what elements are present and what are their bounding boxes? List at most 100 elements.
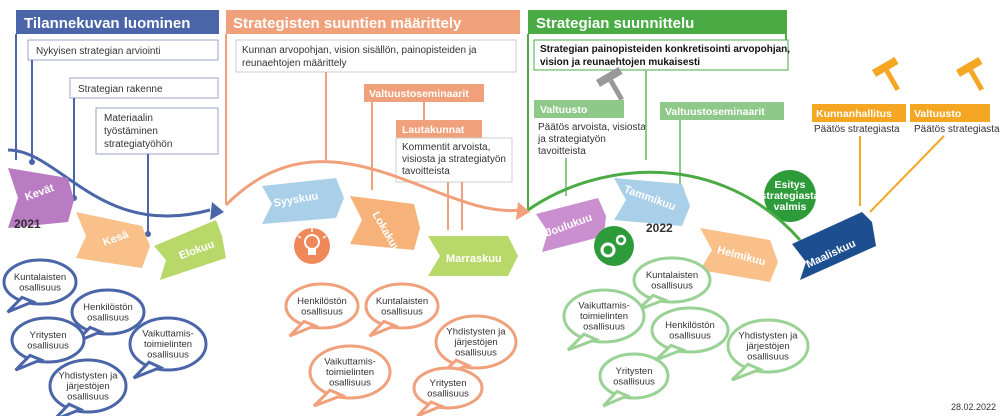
phase-2-intro-1: Kunnan arvopohjan, vision sisällön, pain… [242,45,477,56]
bubble-label: osallisuus [329,378,371,389]
wave-line-3 [527,170,802,241]
bubble-label: toimielinten [580,311,628,322]
speech-bubble-tail [288,319,319,338]
speech-bubble-tail [55,402,85,416]
tag-lautakunnat: Lautakunnat [402,124,465,136]
year-2021: 2021 [14,217,41,231]
bubble-label: osallisuus [455,348,497,359]
speech-bubble [562,288,646,344]
speech-bubble [726,318,810,374]
speech-bubble [48,358,128,414]
box-materiaali-2: työstäminen [104,126,158,137]
month-marraskuu: Marraskuu [446,253,502,265]
bubble-label: osallisuus [147,350,189,361]
gavel-icon [596,67,624,101]
bubble-label: Henkilöstön [297,296,347,307]
month-arrow-marraskuu [428,236,518,276]
box-materiaali-1: Materiaalin [104,113,153,124]
speech-bubble [650,306,730,354]
month-arrow-syyskuu [262,178,344,224]
bubble-label: osallisuus [583,322,625,333]
bubble-label: Yritysten [616,366,653,377]
bubble-label: Yhdistysten ja [446,327,506,338]
speech-bubble [364,282,440,330]
bubble-label: Vaikuttamis- [578,301,630,312]
speech-bubble-tail [636,293,669,312]
speech-bubble [632,256,712,304]
phase-1-header: Tilannekuvan luominen [15,10,219,160]
tag-valtuustoseminaarit-2: Valtuustoseminaarit [665,106,765,118]
speech-bubble [128,316,208,372]
bubble-label: Yhdistysten ja [58,371,118,382]
bubble-label: Kuntalaisten [376,296,428,307]
phase-3-intro-1: Strategian painopisteiden konkretisointi… [540,44,790,55]
bubble-label: osallisuus [67,392,109,403]
esitys-3: valmis [774,201,807,213]
bubble-label: Yritysten [30,330,67,341]
comment-2: visiosta ja strategiatyön [402,154,506,165]
month-arrow-joulukuu [536,198,606,252]
speech-bubble [598,352,670,400]
comment-1: Kommentit arvoista, [402,142,490,153]
phase-1-title: Tilannekuvan luominen [24,15,190,32]
speech-bubble-tail [602,389,631,408]
phase-1-boxes: Nykyisen strategian arviointi Strategian… [27,39,219,237]
year-2022: 2022 [646,221,673,235]
phase-2-header: Strategisten suuntien määrittely [225,10,520,205]
tag-kunnanhallitus: Kunnanhallitus [816,108,892,120]
participation-bubbles: KuntalaistenosallisuusHenkilöstönosallis… [2,256,810,416]
bubble-label: Kuntalaisten [646,270,698,281]
esitys-2: strategiasta [761,190,820,202]
bubble-label: Henkilöstön [665,320,715,331]
speech-bubble-tail [14,353,45,372]
bubble-label: osallisuus [427,388,469,399]
valtuusto-decision: Päätös strategiasta [914,124,1000,135]
bubble-label: osallisuus [19,282,61,293]
speech-bubble-tail [312,388,346,408]
timeline-arrows: Kevät Kesä Elokuu Syyskuu Lokakuu Marras… [8,168,876,282]
month-arrow-tammikuu [614,178,690,226]
speech-bubble-tail [566,332,600,352]
bubble-label: osallisuus [87,312,129,323]
box-materiaali-3: strategiatyöhön [104,139,172,150]
wave-line-1 [7,148,211,218]
speech-bubble-tail [654,343,687,362]
phase-2-title: Strategisten suuntien määrittely [233,15,462,32]
wave-line-2 [224,160,521,213]
speech-bubble [434,314,518,370]
bubble-label: järjestöjen [745,341,789,352]
speech-bubble [10,316,86,364]
box-nykyisen: Nykyisen strategian arviointi [36,46,161,57]
bubble-label: osallisuus [747,352,789,363]
lightbulb-icon [294,228,330,264]
bubble-label: toimielinten [326,367,374,378]
speech-bubble-tail [416,400,446,416]
kunnanhallitus-decision: Päätös strategiasta [814,124,900,135]
month-arrow-kevat [8,168,74,228]
phase-3-header: Strategian suunnittelu [527,10,787,210]
month-arrow-lokakuu [350,196,420,250]
bubble-label: Henkilöstön [83,302,133,313]
speech-bubble-tail [132,360,165,380]
decision-1: Päätös arvoista, visiosta [538,122,646,133]
gavel-icon [872,57,900,91]
phase-3-title: Strategian suunnittelu [536,15,694,32]
bubble-label: Vaikuttamis- [142,329,194,340]
esitys-1: Esitys [775,179,806,191]
bubble-label: osallisuus [27,340,69,351]
phase-3-intro-2: vision ja reunaehtojen mukaisesti [540,57,700,68]
bubble-label: Vaikuttamis- [324,357,376,368]
decision-2: ja strategiatyön [537,134,606,145]
final-decisions: Kunnanhallitus Päätös strategiasta Valtu… [812,57,1000,213]
phase-2-boxes: Kunnan arvopohjan, vision sisällön, pain… [235,39,517,230]
bubble-label: osallisuus [613,376,655,387]
bubble-label: järjestöjen [65,381,109,392]
gavel-icon [956,57,984,91]
decision-3: tavoitteista [538,146,586,157]
comment-3: tavoitteista [402,166,450,177]
bubble-label: osallisuus [381,306,423,317]
speech-bubble [308,344,392,400]
speech-bubble [2,258,78,306]
speech-bubble-tail [6,295,37,314]
